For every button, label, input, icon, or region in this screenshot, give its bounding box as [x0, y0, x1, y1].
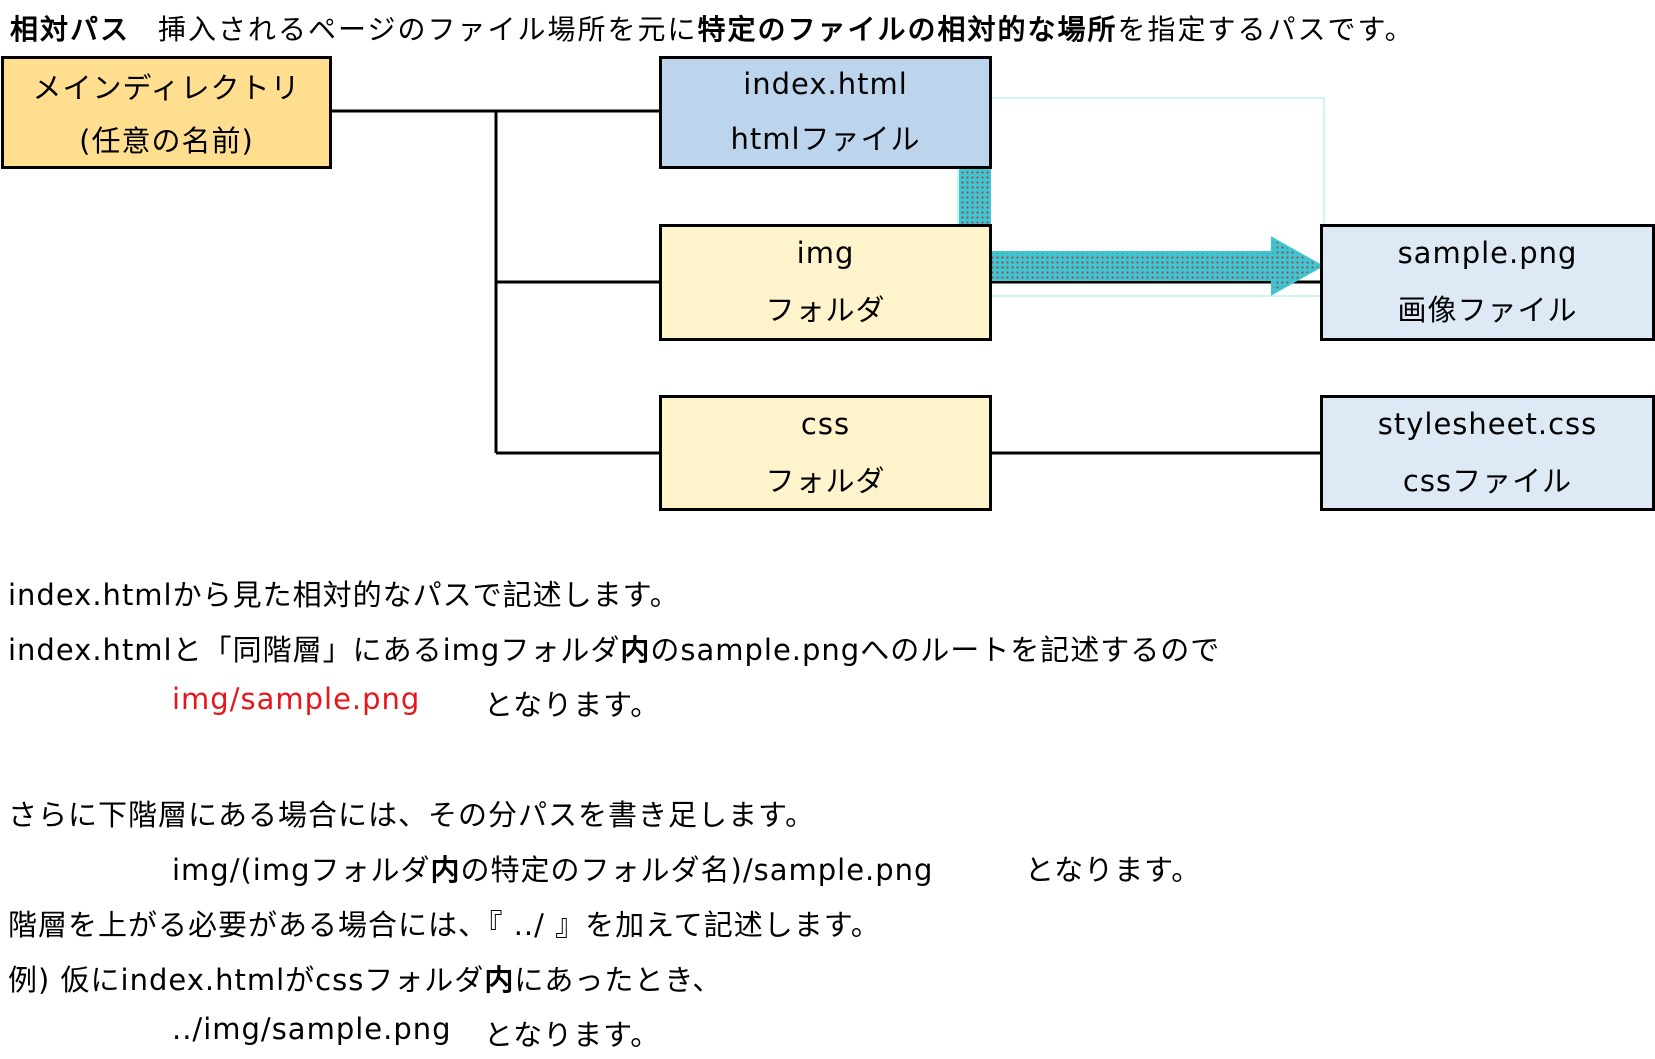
- note-line-5-tail: となります。: [1025, 853, 1202, 887]
- note-line-7: 例) 仮にindex.htmlがcssフォルダ内にあったとき、: [8, 957, 722, 999]
- index-html-box: index.html htmlファイル: [659, 56, 992, 169]
- example-path-parent-level: ../img/sample.png: [172, 1012, 452, 1046]
- header-title: 相対パス挿入されるページのファイル場所を元に特定のファイルの相対的な場所を指定す…: [10, 8, 1415, 48]
- main-directory-box: メインディレクトリ (任意の名前): [1, 56, 332, 169]
- index-html-type: htmlファイル: [730, 122, 921, 157]
- stylesheet-css-type: cssファイル: [1402, 463, 1573, 498]
- css-folder-name: css: [800, 406, 851, 441]
- note-line-7-b: 内: [484, 963, 515, 997]
- stylesheet-css-box: stylesheet.css cssファイル: [1320, 395, 1655, 511]
- header-desc-bold: 特定のファイルの相対的な場所: [697, 13, 1118, 46]
- note-line-5-c: の特定のフォルダ名)/sample.png: [460, 853, 934, 887]
- note-line-7-a: 例) 仮にindex.htmlがcssフォルダ: [8, 963, 485, 997]
- main-directory-note: (任意の名前): [79, 124, 254, 159]
- css-folder-type: フォルダ: [765, 463, 886, 498]
- example-path-same-level: img/sample.png: [172, 682, 421, 716]
- note-line-7-c: にあったとき、: [514, 963, 723, 997]
- sample-png-box: sample.png 画像ファイル: [1320, 224, 1655, 341]
- main-directory-name: メインディレクトリ: [32, 70, 301, 105]
- note-line-8-tail: となります。: [484, 1018, 661, 1052]
- arrow-guide-frame: [957, 97, 1325, 297]
- note-line-5: img/(imgフォルダ内の特定のフォルダ名)/sample.png: [172, 847, 933, 889]
- img-folder-box: img フォルダ: [659, 224, 992, 341]
- note-line-5-a: img/(imgフォルダ: [172, 853, 431, 887]
- relative-path-arrow-icon: [959, 99, 1325, 296]
- note-line-4: さらに下階層にある場合には、その分パスを書き足します。: [8, 798, 816, 832]
- note-line-2: index.htmlと「同階層」にあるimgフォルダ内のsample.pngへの…: [8, 627, 1220, 669]
- note-line-2-c: のsample.pngへのルートを記述するので: [650, 633, 1221, 667]
- note-line-5-b: 内: [430, 853, 461, 887]
- sample-png-type: 画像ファイル: [1397, 293, 1578, 328]
- header-desc-part2: を指定するパスです。: [1117, 13, 1415, 46]
- index-html-name: index.html: [743, 66, 908, 101]
- img-folder-name: img: [796, 235, 855, 270]
- stylesheet-css-name: stylesheet.css: [1377, 406, 1598, 441]
- sample-png-name: sample.png: [1397, 235, 1578, 270]
- note-line-3-tail: となります。: [484, 688, 661, 722]
- header-label: 相対パス: [10, 13, 131, 46]
- note-line-2-a: index.htmlと「同階層」にあるimgフォルダ: [8, 633, 621, 667]
- header-desc-part1: 挿入されるページのファイル場所を元に: [158, 13, 698, 46]
- note-line-6: 階層を上がる必要がある場合には、『 ../ 』を加えて記述します。: [8, 908, 881, 942]
- img-folder-type: フォルダ: [765, 293, 886, 328]
- note-line-1: index.htmlから見た相対的なパスで記述します。: [8, 578, 680, 612]
- css-folder-box: css フォルダ: [659, 395, 992, 511]
- note-line-2-b: 内: [620, 633, 651, 667]
